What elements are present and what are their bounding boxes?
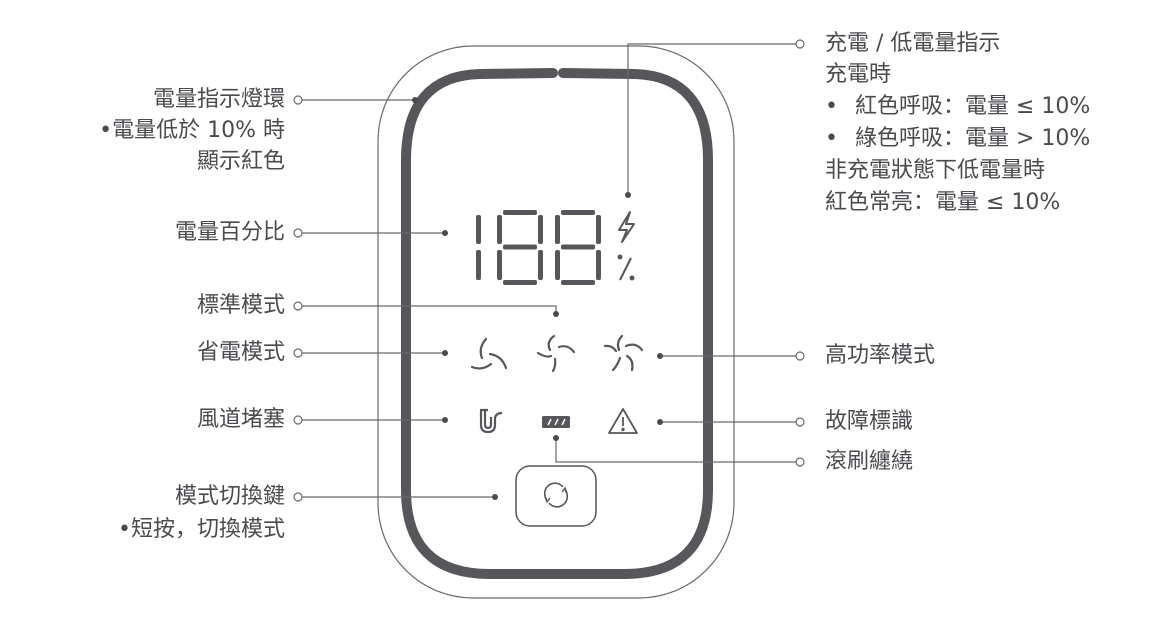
charge-bullet-red: •紅色呼吸：電量 ≤ 10% (825, 94, 1091, 119)
leader-lines (302, 43, 796, 498)
mode-key-bullet: •短按，切換模式 (118, 517, 285, 542)
eco-mode-fan-icon (470, 337, 508, 370)
eco-mode-label: 省電模式 (196, 340, 285, 365)
digit-2-segment-g (503, 244, 537, 250)
digit-3-segment-b (596, 215, 601, 244)
charging-bolt-icon (618, 211, 635, 243)
ring-bullet-cont: 顯示紅色 (196, 149, 285, 174)
ring-bullet: •電量低於 10% 時 (99, 118, 285, 143)
device-shell (377, 45, 735, 599)
air-duct-clog-icon (479, 408, 503, 434)
digit-2-segment-d (503, 280, 537, 285)
charge-line3: 非充電狀態下低電量時 (825, 158, 1046, 183)
brush-tangle-icon (542, 416, 570, 428)
charge-line4: 紅色常亮：電量 ≤ 10% (825, 190, 1061, 215)
digit-3-segment-a (561, 210, 595, 215)
digit-3-segment-c (596, 250, 601, 280)
mode-key-label: 模式切換鍵 (174, 484, 285, 509)
digit-2-segment-b (538, 215, 543, 244)
charge-bullet-green-text: 綠色呼吸：電量 > 10% (855, 126, 1091, 151)
leader-end-circles (293, 39, 805, 502)
percent-sign-icon (617, 254, 635, 281)
digit-2-segment-e (497, 250, 502, 280)
high-power-fan-icon (603, 334, 644, 372)
mode-switch-button[interactable] (515, 465, 597, 527)
leader-dots (412, 97, 663, 500)
high-power-label: 高功率模式 (825, 343, 936, 368)
digit-3-segment-g (561, 244, 595, 250)
fault-warning-icon (608, 408, 638, 434)
fault-label: 故障標識 (825, 409, 914, 434)
battery-ring (401, 68, 713, 579)
digit-2-segment-c (538, 250, 543, 280)
mode-key-bullet-text: 短按，切換模式 (130, 517, 285, 542)
percentage-display (476, 210, 601, 285)
digit-3-segment-f (555, 215, 560, 244)
digit-2-segment-a (503, 210, 537, 215)
digit-3-segment-d (561, 280, 595, 285)
standard-mode-fan-icon (536, 334, 576, 373)
clog-label: 風道堵塞 (196, 407, 285, 432)
charge-bullet-red-text: 紅色呼吸：電量 ≤ 10% (855, 94, 1091, 119)
charge-sub: 充電時 (825, 62, 892, 87)
refresh-icon (543, 482, 569, 508)
charge-bullet-green: •綠色呼吸：電量 > 10% (825, 126, 1091, 151)
digit-3-segment-e (555, 250, 560, 280)
standard-mode-label: 標準模式 (196, 293, 285, 318)
charge-label: 充電 / 低電量指示 (825, 31, 1001, 56)
brush-tangle-label: 滾刷纏繞 (825, 449, 914, 474)
ring-bullet-text: 電量低於 10% 時 (112, 118, 285, 143)
digit-2-segment-f (497, 215, 502, 244)
digit-1-segment-c (476, 250, 481, 280)
percent-label: 電量百分比 (174, 220, 285, 245)
ring-label: 電量指示燈環 (152, 87, 285, 112)
digit-1-segment-b (476, 215, 481, 244)
